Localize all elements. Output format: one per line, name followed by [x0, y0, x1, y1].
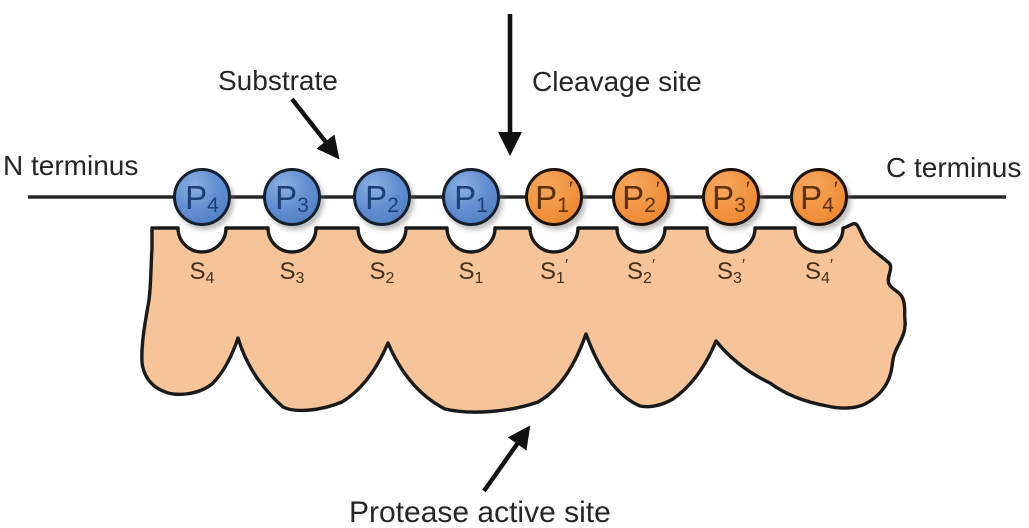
residue-p1-prime-letter: P: [535, 178, 558, 216]
substrate-label: Substrate: [218, 65, 338, 96]
protease-active-site-label: Protease active site: [349, 496, 611, 528]
residue-p2-prime-letter: P: [622, 178, 645, 216]
residue-p4-prime-letter: P: [800, 178, 823, 216]
n-terminus-label: N terminus: [3, 150, 139, 181]
c-terminus-label: C terminus: [886, 152, 1022, 183]
residue-p4-letter: P: [185, 178, 208, 216]
residue-p2-letter: P: [365, 178, 388, 216]
cleavage-site-label: Cleavage site: [532, 66, 702, 97]
protease-blob: [140, 221, 907, 414]
substrate-arrow: [290, 97, 340, 160]
protease-active-site-arrow: [482, 425, 531, 493]
residue-p3-prime-letter: P: [712, 178, 735, 216]
residue-p1-letter: P: [454, 178, 477, 216]
residue-p3-letter: P: [275, 178, 298, 216]
